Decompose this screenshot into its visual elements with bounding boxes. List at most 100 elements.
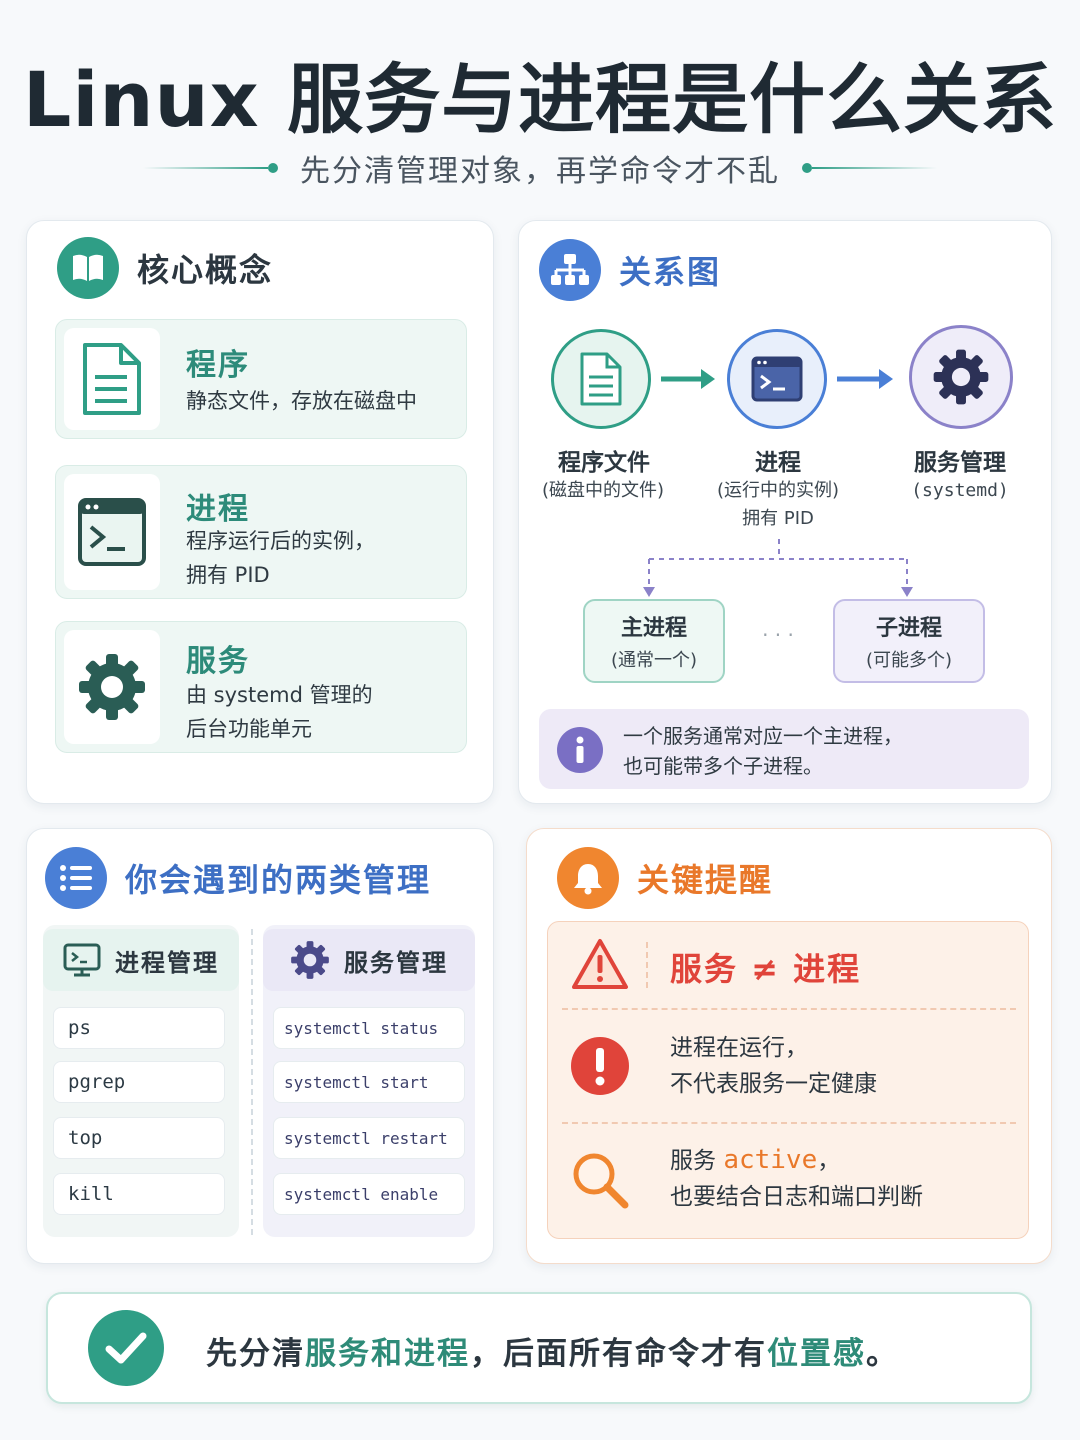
diagram-connectors (643, 369, 913, 597)
reminder-item-2: 服务 active， 也要结合日志和端口判断 (548, 1124, 1030, 1240)
cmd-systemctl-restart: systemctl restart (273, 1117, 465, 1159)
reminder-separator-1 (562, 1008, 1016, 1010)
alert-icon (570, 1036, 630, 1096)
service-mgmt-header: 服务管理 (263, 929, 475, 991)
reminder-separator-2 (562, 1122, 1016, 1124)
relationship-header: 关系图 (539, 239, 721, 301)
process-sub-line2: 拥有 PID (742, 508, 814, 529)
core-concepts-panel: 核心概念 程序 静态文件，存放在磁盘中 进程 程序运行后的实例， 拥有 PID (26, 220, 494, 804)
footer-part3: 。 (866, 1336, 899, 1372)
headline-divider (646, 942, 648, 988)
concept-card-process: 进程 程序运行后的实例， 拥有 PID (55, 465, 467, 599)
cmd-top: top (53, 1117, 225, 1159)
note-box: 一个服务通常对应一个主进程， 也可能带多个子进程。 (539, 709, 1029, 789)
tree-arrow-right (901, 587, 913, 597)
relationship-panel: 关系图 (518, 220, 1052, 804)
cmd-pgrep: pgrep (53, 1061, 225, 1103)
footer-part1: 先分清 (206, 1336, 305, 1372)
hierarchy-icon (539, 239, 601, 301)
concept-name-process: 进程 (186, 492, 250, 527)
document-icon (580, 352, 622, 406)
footer-highlight1: 服务和进程 (305, 1336, 470, 1372)
reminder-item-2-keyword: active (723, 1145, 818, 1175)
reminder-item-1-line1: 进程在运行， (670, 1035, 808, 1061)
arrow-process-to-service (837, 369, 893, 389)
management-header: 你会遇到的两类管理 (45, 847, 431, 909)
relationship-title: 关系图 (619, 253, 722, 291)
page-title: Linux 服务与进程是什么关系 (22, 55, 1058, 144)
management-title: 你会遇到的两类管理 (125, 861, 432, 899)
child-process-name: 子进程 (875, 616, 942, 641)
program-file-node (551, 329, 651, 429)
reminder-item-1: 进程在运行， 不代表服务一定健康 (548, 1010, 1030, 1122)
concept-name-service: 服务 (186, 644, 250, 679)
reminder-item-1-line2: 不代表服务一定健康 (670, 1071, 877, 1097)
child-process-box: 子进程 (可能多个) (833, 599, 985, 683)
gear-icon (933, 349, 989, 405)
magnifier-icon (570, 1150, 630, 1210)
subtitle-decoration-right (802, 163, 937, 173)
concept-card-program: 程序 静态文件，存放在磁盘中 (55, 319, 467, 439)
reminder-headline: 服务 ≠ 进程 (670, 950, 862, 988)
bell-icon (557, 847, 619, 909)
footer-part2: ，后面所有命令才有 (470, 1336, 767, 1372)
terminal-icon (64, 474, 160, 590)
process-label: 进程 (755, 450, 801, 476)
concept-name-program: 程序 (186, 348, 250, 383)
core-concepts-title: 核心概念 (137, 251, 274, 289)
cmd-systemctl-enable: systemctl enable (273, 1173, 465, 1215)
concept-desc-process-line2: 拥有 PID (186, 563, 270, 587)
concept-desc-service-line1: 由 systemd 管理的 (186, 683, 373, 707)
process-sub-line1: (运行中的实例) (716, 480, 840, 501)
concept-desc-service-line2: 后台功能单元 (186, 717, 312, 741)
terminal-icon (751, 356, 803, 402)
main-process-name: 主进程 (620, 616, 687, 641)
footer-text: 先分清服务和进程，后面所有命令才有位置感。 (206, 1328, 899, 1373)
reminders-title: 关键提醒 (637, 861, 774, 899)
reminders-panel: 关键提醒 服务 ≠ 进程 进程在运行， 不代表服务一定健康 (526, 828, 1052, 1264)
gear-icon (64, 630, 160, 744)
book-icon (57, 237, 119, 299)
reminder-item-1-text: 进程在运行， 不代表服务一定健康 (670, 1030, 877, 1102)
document-icon (64, 328, 160, 430)
process-mgmt-header: 进程管理 (43, 929, 239, 991)
cmd-kill: kill (53, 1173, 225, 1215)
main-process-box: 主进程 (通常一个) (583, 599, 725, 683)
cmd-ps: ps (53, 1007, 225, 1049)
program-file-sub: (磁盘中的文件) (541, 480, 665, 501)
reminder-item-2-line2: 也要结合日志和端口判断 (670, 1184, 923, 1210)
monitor-terminal-icon (63, 943, 101, 977)
cmd-systemctl-status: systemctl status (273, 1007, 465, 1049)
service-sub: (systemd) (911, 480, 1009, 501)
note-text: 一个服务通常对应一个主进程， 也可能带多个子进程。 (623, 721, 903, 781)
column-divider (251, 929, 253, 1235)
concept-desc-program: 静态文件，存放在磁盘中 (186, 389, 417, 413)
process-mgmt-title: 进程管理 (115, 948, 219, 977)
core-concepts-header: 核心概念 (57, 237, 273, 299)
footer-highlight2: 位置感 (767, 1336, 866, 1372)
concept-card-service: 服务 由 systemd 管理的 后台功能单元 (55, 621, 467, 753)
reminders-header: 关键提醒 (557, 847, 773, 909)
cmd-systemctl-start: systemctl start (273, 1061, 465, 1103)
reminder-headline-row: 服务 ≠ 进程 (548, 922, 1030, 1008)
gear-icon (291, 941, 329, 979)
main-process-sub: (通常一个) (610, 650, 698, 671)
reminder-item-2-suffix: ， (817, 1148, 841, 1174)
arrow-program-to-process (661, 369, 715, 389)
warning-icon (570, 934, 630, 994)
process-node (727, 329, 827, 429)
reminder-item-2-text: 服务 active， 也要结合日志和端口判断 (670, 1142, 923, 1215)
tree-arrow-left (643, 587, 655, 597)
info-icon (557, 727, 603, 773)
reminders-box: 服务 ≠ 进程 进程在运行， 不代表服务一定健康 服务 active， 也要结合… (547, 921, 1029, 1239)
list-icon (45, 847, 107, 909)
service-mgmt-title: 服务管理 (344, 948, 448, 977)
program-file-label: 程序文件 (558, 450, 650, 476)
subtitle-decoration-left (143, 163, 278, 173)
footer-banner: 先分清服务和进程，后面所有命令才有位置感。 (46, 1292, 1032, 1404)
note-line1: 一个服务通常对应一个主进程， (623, 724, 903, 748)
management-panel: 你会遇到的两类管理 进程管理 ps pgrep top kill 服务管理 sy… (26, 828, 494, 1264)
tree-connector (648, 539, 908, 589)
ellipsis: · · · (762, 623, 794, 647)
subtitle-row: 先分清管理对象，再学命令才不乱 (0, 146, 1080, 190)
